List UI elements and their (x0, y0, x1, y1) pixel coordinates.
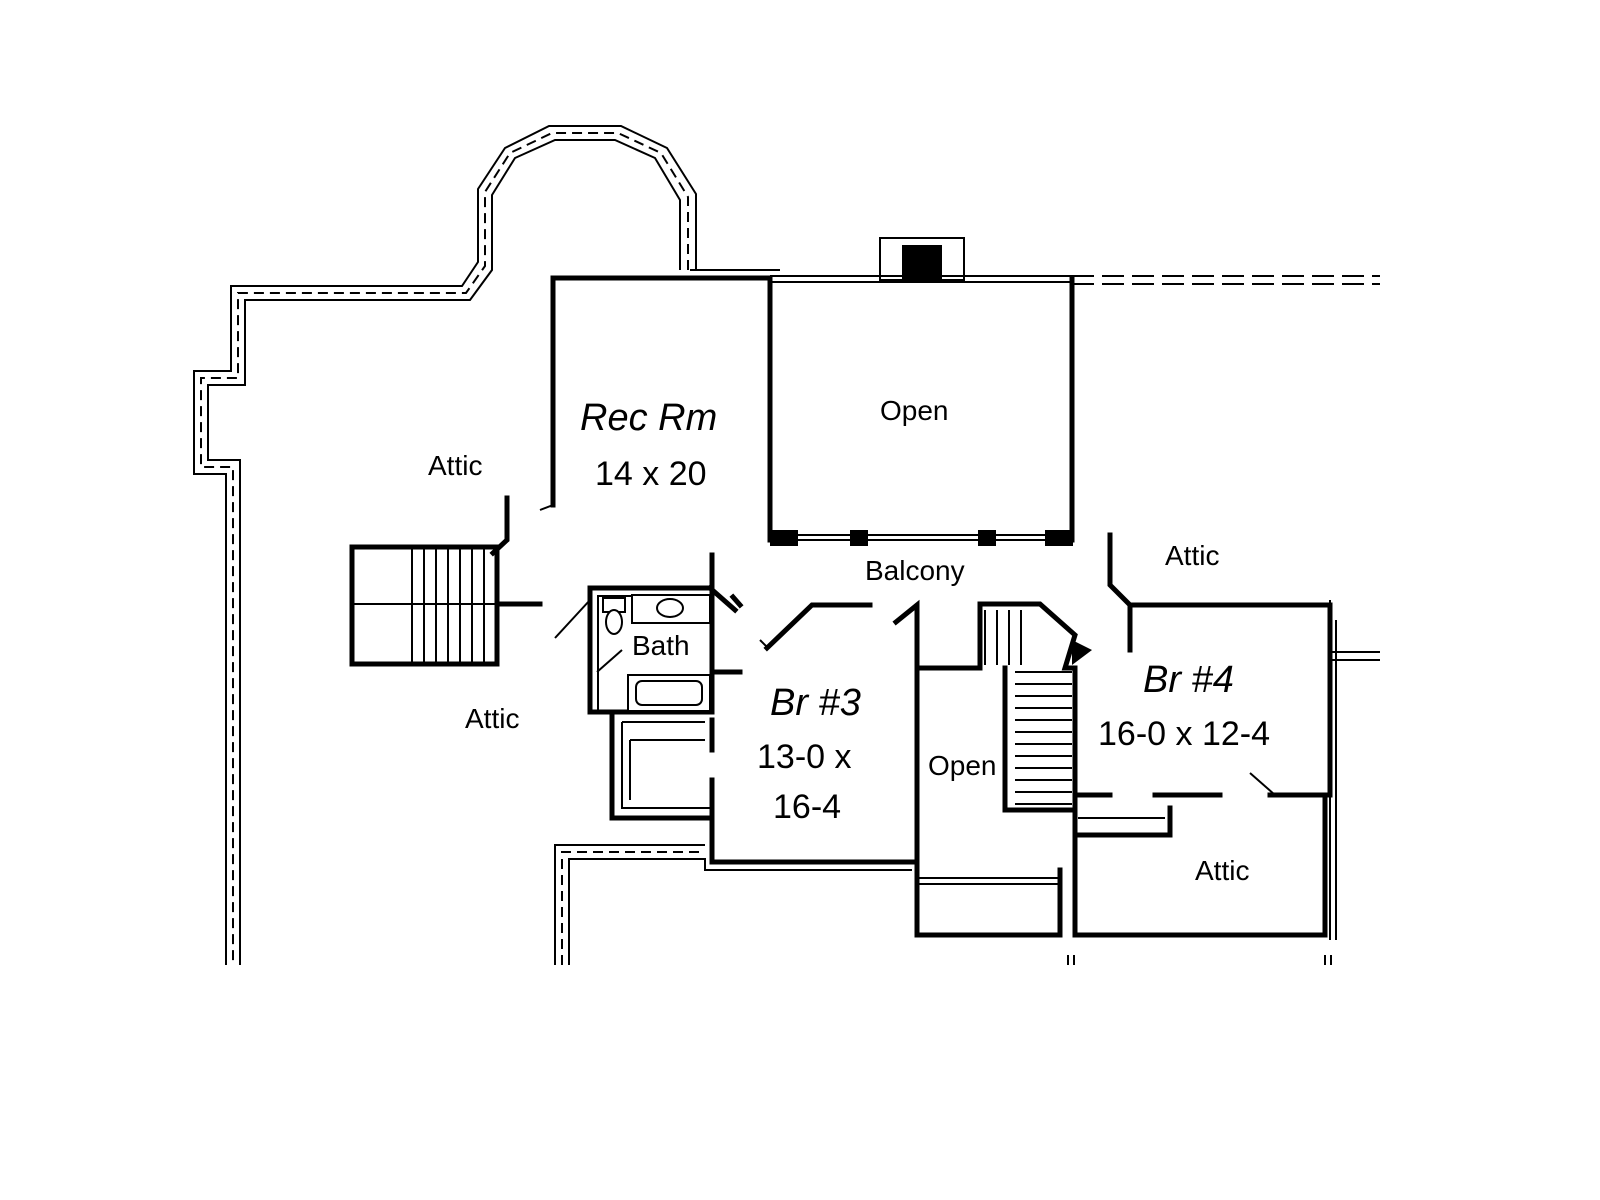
bedroom4-size: 16-0 x 12-4 (1098, 715, 1270, 753)
walls (349, 275, 1333, 938)
bath-label: Bath (632, 630, 690, 661)
rec-room-size: 14 x 20 (595, 455, 707, 493)
balcony-label: Balcony (865, 555, 965, 586)
roofline (193, 125, 1380, 965)
attic-label-lower-left: Attic (465, 703, 519, 734)
attic-label-upper-right: Attic (1165, 540, 1219, 571)
bedroom3-name: Br #3 (770, 682, 861, 724)
bedroom3-size-line1: 13-0 x (757, 738, 852, 776)
open-lower-label: Open (928, 750, 997, 781)
chimney (879, 237, 965, 281)
bedroom3-size-line2: 16-4 (773, 788, 841, 826)
attic-label-upper-left: Attic (428, 450, 482, 481)
attic-label-lower-right: Attic (1195, 855, 1249, 886)
rec-room-name: Rec Rm (580, 397, 717, 439)
labels: Attic Attic Attic Attic Rec Rm 14 x 20 O… (428, 395, 1270, 886)
open-upper-label: Open (880, 395, 949, 426)
bedroom4-name: Br #4 (1143, 659, 1234, 701)
